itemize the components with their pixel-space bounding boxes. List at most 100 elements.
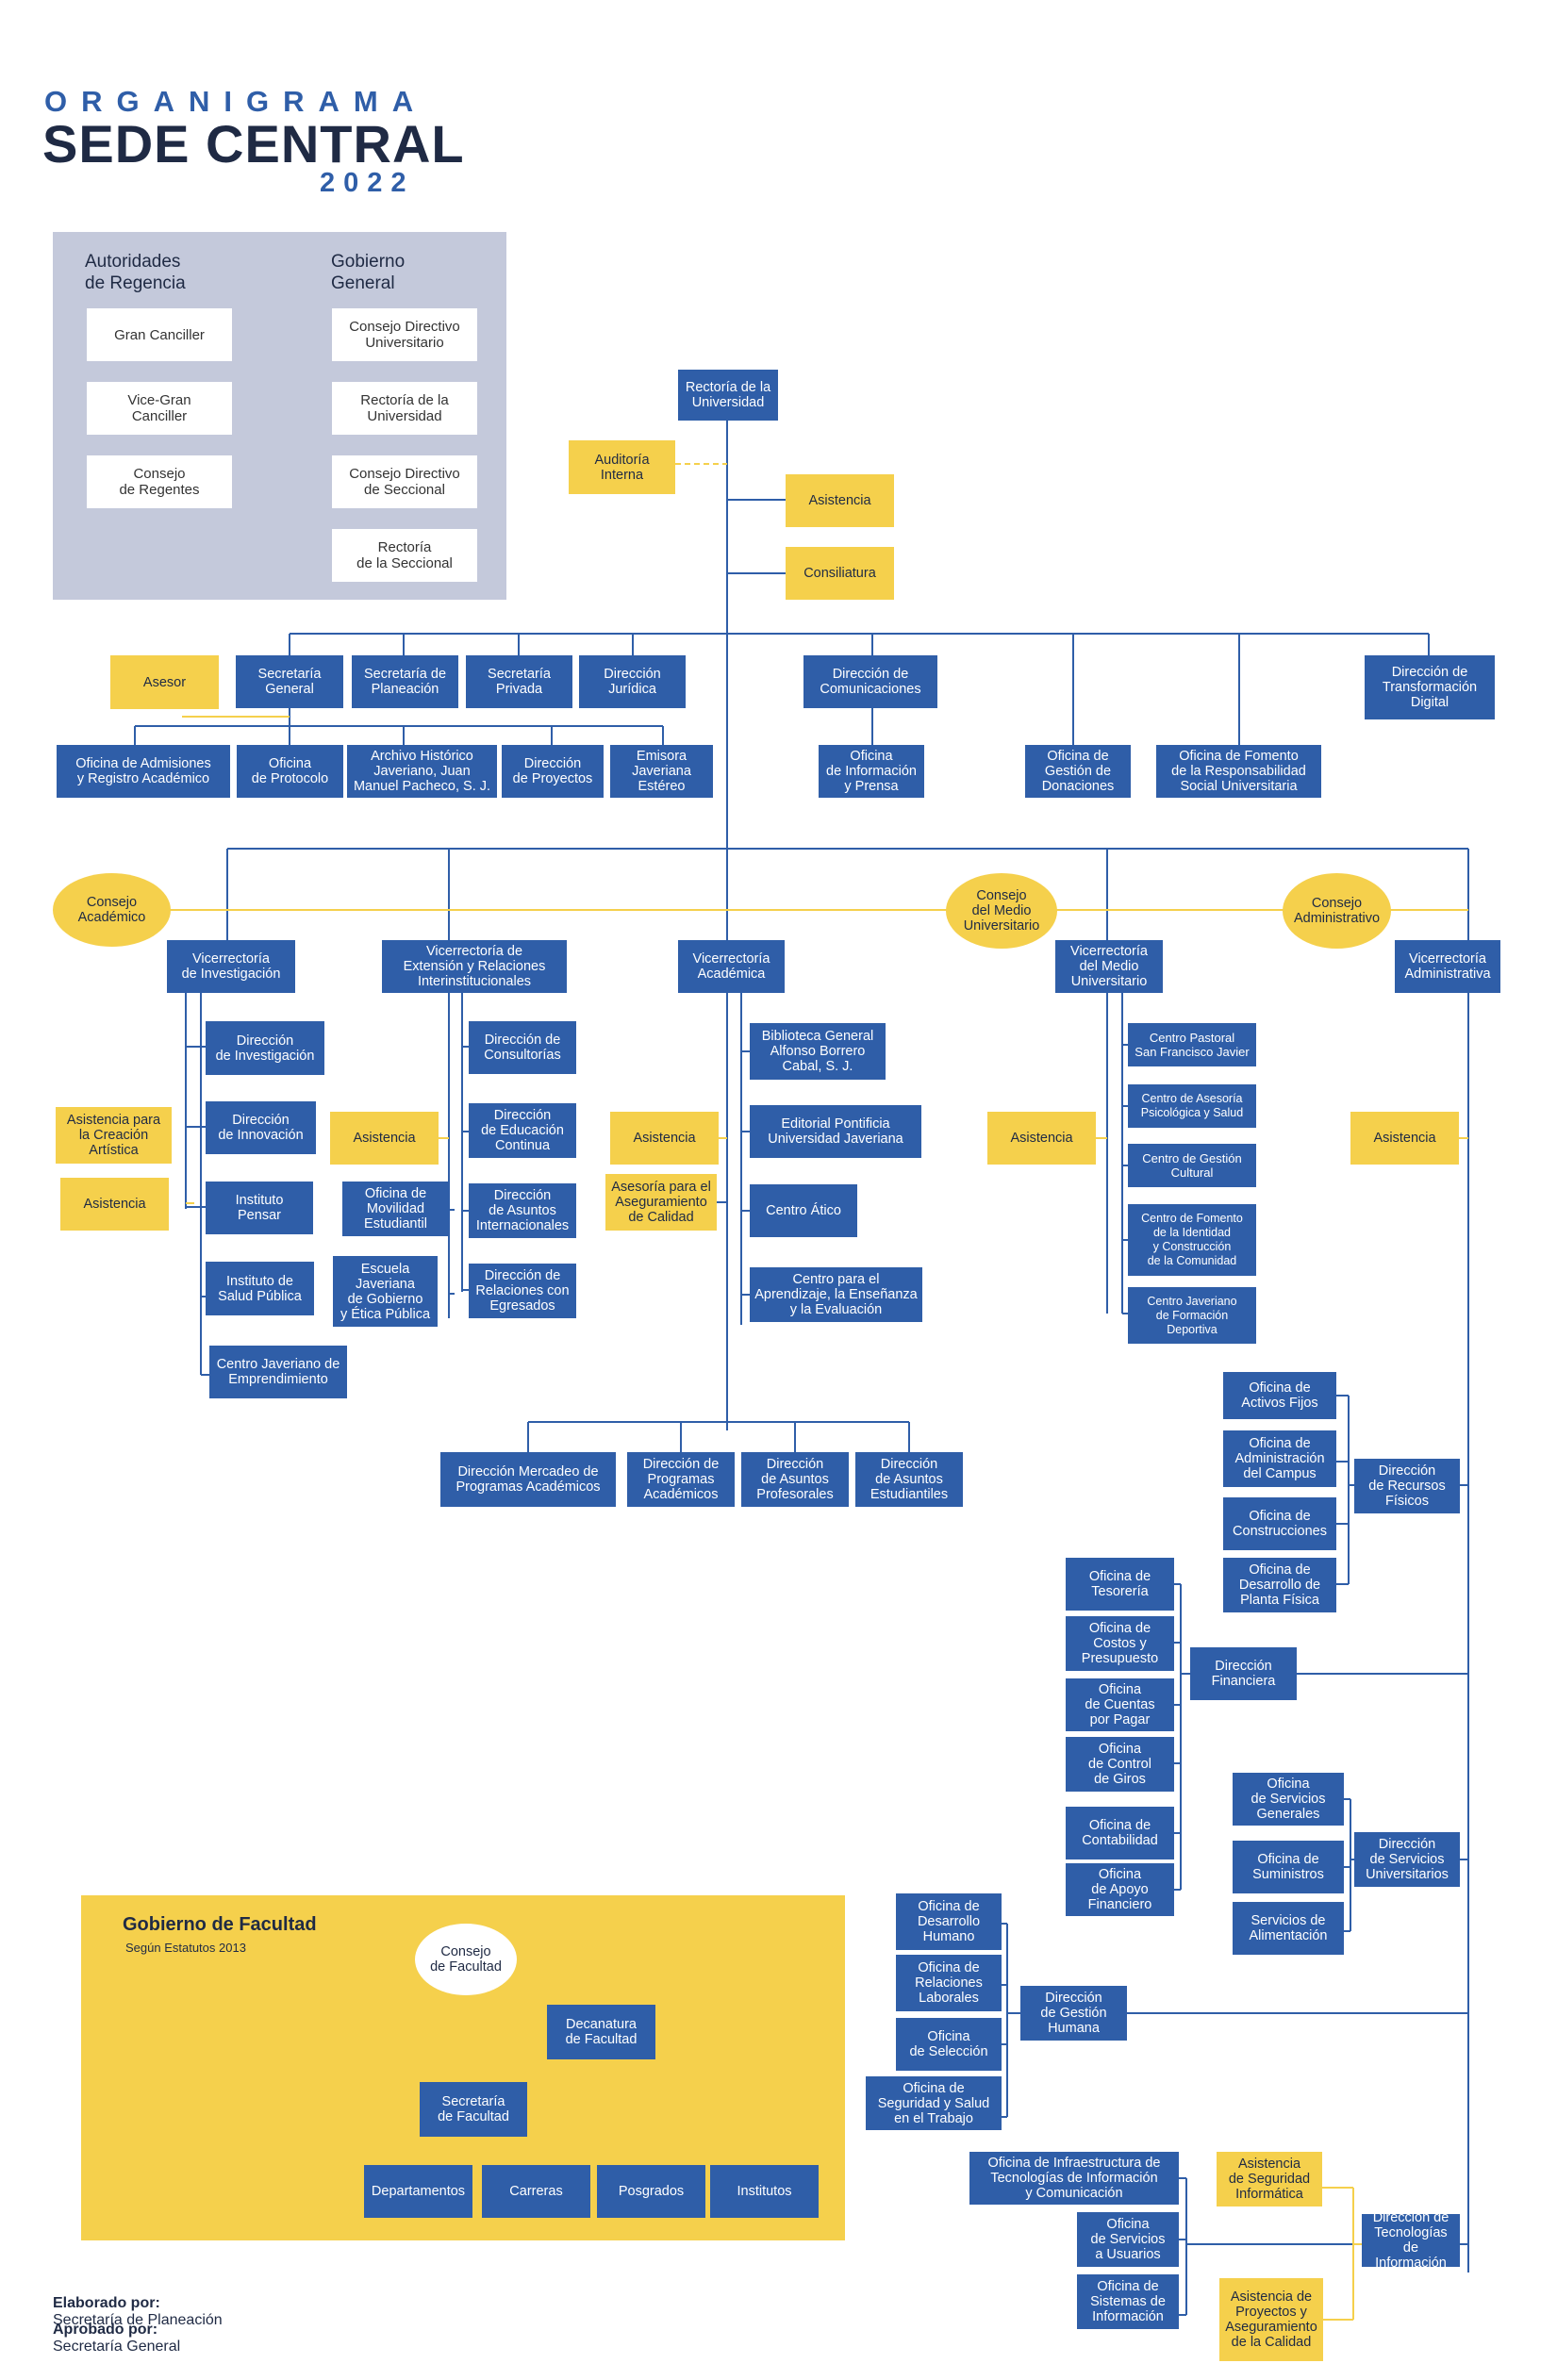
direccion-financiera-box: Dirección Financiera xyxy=(1190,1647,1297,1700)
institutos-box: Institutos xyxy=(710,2165,819,2218)
oficina-protocolo-box: Oficina de Protocolo xyxy=(237,745,343,798)
header-title: SEDE CENTRAL xyxy=(42,114,465,174)
asistencia-administrativa-box: Asistencia xyxy=(1350,1112,1459,1165)
emisora-javeriana-box: Emisora Javeriana Estéreo xyxy=(610,745,713,798)
oficina-seguridad-salud-box: Oficina de Seguridad y Salud en el Traba… xyxy=(866,2076,1002,2130)
direccion-consultorias-box: Dirección de Consultorías xyxy=(469,1021,576,1074)
oficina-gestion-donaciones-box: Oficina de Gestión de Donaciones xyxy=(1025,745,1131,798)
oficina-servicios-generales-box: Oficina de Servicios Generales xyxy=(1233,1773,1344,1826)
secretaria-general-box: Secretaría General xyxy=(236,655,343,708)
asesor-box: Asesor xyxy=(110,655,219,709)
asistencia-seguridad-informatica-box: Asistencia de Seguridad Informática xyxy=(1217,2152,1322,2206)
direccion-transformacion-digital-box: Dirección de Transformación Digital xyxy=(1365,655,1495,719)
centro-formacion-deportiva-box: Centro Javeriano de Formación Deportiva xyxy=(1128,1287,1256,1344)
vice-administrativa-box: Vicerrectoría Administrativa xyxy=(1395,940,1500,993)
footer-aprobado-label: Aprobado por: xyxy=(53,2322,158,2338)
direccion-recursos-fisicos-box: Dirección de Recursos Físicos xyxy=(1354,1459,1460,1513)
auditoria-interna-box: Auditoría Interna xyxy=(569,440,675,494)
direccion-servicios-universitarios-box: Dirección de Servicios Universitarios xyxy=(1354,1832,1460,1887)
direccion-proyectos-box: Dirección de Proyectos xyxy=(502,745,604,798)
oficina-control-giros-box: Oficina de Control de Giros xyxy=(1066,1737,1174,1792)
secretaria-privada-box: Secretaría Privada xyxy=(466,655,572,708)
direccion-egresados-box: Dirección de Relaciones con Egresados xyxy=(469,1264,576,1318)
centro-emprendimiento-box: Centro Javeriano de Emprendimiento xyxy=(209,1346,347,1398)
oficina-infraestructura-tic-box: Oficina de Infraestructura de Tecnología… xyxy=(969,2152,1179,2205)
oficina-contabilidad-box: Oficina de Contabilidad xyxy=(1066,1807,1174,1859)
asesoria-aseguramiento-calidad-box: Asesoría para el Aseguramiento de Calida… xyxy=(605,1174,717,1231)
secretaria-facultad-box: Secretaría de Facultad xyxy=(420,2082,527,2137)
oficina-apoyo-financiero-box: Oficina de Apoyo Financiero xyxy=(1066,1863,1174,1916)
oficina-activos-fijos-box: Oficina de Activos Fijos xyxy=(1223,1372,1336,1419)
posgrados-box: Posgrados xyxy=(597,2165,705,2218)
oficina-seleccion-box: Oficina de Selección xyxy=(896,2018,1002,2071)
decanatura-facultad-box: Decanatura de Facultad xyxy=(547,2005,655,2059)
panel-vice-gran-canciller: Vice-Gran Canciller xyxy=(87,382,232,435)
facultad-title: Gobierno de Facultad xyxy=(123,1914,317,1935)
instituto-salud-publica-box: Instituto de Salud Pública xyxy=(206,1262,314,1315)
asistencia-extension-box: Asistencia xyxy=(330,1112,439,1165)
centro-aprendizaje-box: Centro para el Aprendizaje, la Enseñanza… xyxy=(750,1267,922,1322)
direccion-asuntos-internacionales-box: Dirección de Asuntos Internacionales xyxy=(469,1183,576,1238)
direccion-comunicaciones-box: Dirección de Comunicaciones xyxy=(803,655,937,708)
centro-fomento-identidad-box: Centro de Fomento de la Identidad y Cons… xyxy=(1128,1204,1256,1276)
panel-consejo-regentes: Consejo de Regentes xyxy=(87,455,232,508)
archivo-historico-box: Archivo Histórico Javeriano, Juan Manuel… xyxy=(347,745,497,798)
centro-gestion-cultural-box: Centro de Gestión Cultural xyxy=(1128,1144,1256,1187)
footer-elaborado: Elaborado por: Secretaría de Planeación xyxy=(53,2278,223,2329)
direccion-investigacion-box: Dirección de Investigación xyxy=(206,1021,324,1075)
vice-academica-box: Vicerrectoría Académica xyxy=(678,940,785,993)
oficina-suministros-box: Oficina de Suministros xyxy=(1233,1841,1344,1893)
asistencia-proyectos-calidad-box: Asistencia de Proyectos y Aseguramiento … xyxy=(1219,2278,1323,2361)
direccion-asuntos-profesorales-box: Dirección de Asuntos Profesorales xyxy=(741,1452,849,1507)
panel-rectoria-seccional: Rectoría de la Seccional xyxy=(332,529,477,582)
consejo-facultad-oval: Consejo de Facultad xyxy=(415,1924,517,1995)
centro-pastoral-box: Centro Pastoral San Francisco Javier xyxy=(1128,1023,1256,1066)
carreras-box: Carreras xyxy=(482,2165,590,2218)
instituto-pensar-box: Instituto Pensar xyxy=(206,1182,313,1234)
oficina-informacion-prensa-box: Oficina de Información y Prensa xyxy=(819,745,924,798)
direccion-asuntos-estudiantiles-box: Dirección de Asuntos Estudiantiles xyxy=(855,1452,963,1507)
panel-col2-title: Gobierno General xyxy=(331,252,406,293)
editorial-pontificia-box: Editorial Pontificia Universidad Javeria… xyxy=(750,1105,921,1158)
oficina-movilidad-box: Oficina de Movilidad Estudiantil xyxy=(342,1182,449,1236)
oficina-tesoreria-box: Oficina de Tesorería xyxy=(1066,1558,1174,1611)
panel-consejo-directivo-seccional: Consejo Directivo de Seccional xyxy=(332,455,477,508)
asistencia-creacion-artistica-box: Asistencia para la Creación Artística xyxy=(56,1107,172,1164)
direccion-tecnologias-informacion-box: Dirección de Tecnologías de Información xyxy=(1362,2210,1460,2271)
direccion-juridica-box: Dirección Jurídica xyxy=(579,655,686,708)
panel-consejo-directivo-universitario: Consejo Directivo Universitario xyxy=(332,308,477,361)
oficina-servicios-usuarios-box: Oficina de Servicios a Usuarios xyxy=(1077,2212,1179,2267)
servicios-alimentacion-box: Servicios de Alimentación xyxy=(1233,1902,1344,1955)
footer-aprobado: Aprobado por: Secretaría General xyxy=(53,2305,180,2355)
centro-asesoria-psicologica-box: Centro de Asesoría Psicológica y Salud xyxy=(1128,1084,1256,1128)
footer-elaborado-label: Elaborado por: xyxy=(53,2295,160,2311)
vice-medio-box: Vicerrectoría del Medio Universitario xyxy=(1055,940,1163,993)
consejo-medio-oval: Consejo del Medio Universitario xyxy=(946,873,1057,949)
direccion-educacion-continua-box: Dirección de Educación Continua xyxy=(469,1103,576,1158)
vice-extension-box: Vicerrectoría de Extensión y Relaciones … xyxy=(382,940,567,993)
centro-atico-box: Centro Ático xyxy=(750,1184,857,1237)
oficina-desarrollo-planta-box: Oficina de Desarrollo de Planta Física xyxy=(1223,1558,1336,1612)
footer-aprobado-value: Secretaría General xyxy=(53,2339,181,2355)
facultad-subtitle: Según Estatutos 2013 xyxy=(125,1941,246,1955)
asistencia-medio-box: Asistencia xyxy=(987,1112,1096,1165)
direccion-mercadeo-programas-box: Dirección Mercadeo de Programas Académic… xyxy=(440,1452,616,1507)
asistencia-rectoria-box: Asistencia xyxy=(786,474,894,527)
asistencia-investigacion-box: Asistencia xyxy=(60,1178,169,1231)
consejo-administrativo-oval: Consejo Administrativo xyxy=(1283,873,1391,949)
oficina-relaciones-laborales-box: Oficina de Relaciones Laborales xyxy=(896,1955,1002,2011)
oficina-fomento-rs-box: Oficina de Fomento de la Responsabilidad… xyxy=(1156,745,1321,798)
asistencia-academica-box: Asistencia xyxy=(610,1112,719,1165)
panel-rectoria-universidad: Rectoría de la Universidad xyxy=(332,382,477,435)
consejo-academico-oval: Consejo Académico xyxy=(53,873,171,947)
direccion-programas-academicos-box: Dirección de Programas Académicos xyxy=(627,1452,735,1507)
secretaria-planeacion-box: Secretaría de Planeación xyxy=(352,655,458,708)
panel-gran-canciller: Gran Canciller xyxy=(87,308,232,361)
footer-elaborado-value: Secretaría de Planeación xyxy=(53,2312,223,2328)
departamentos-box: Departamentos xyxy=(364,2165,472,2218)
oficina-desarrollo-humano-box: Oficina de Desarrollo Humano xyxy=(896,1893,1002,1950)
direccion-gestion-humana-box: Dirección de Gestión Humana xyxy=(1020,1986,1127,2041)
oficina-admisiones-box: Oficina de Admisiones y Registro Académi… xyxy=(57,745,230,798)
escuela-gobierno-box: Escuela Javeriana de Gobierno y Ética Pú… xyxy=(333,1256,438,1327)
